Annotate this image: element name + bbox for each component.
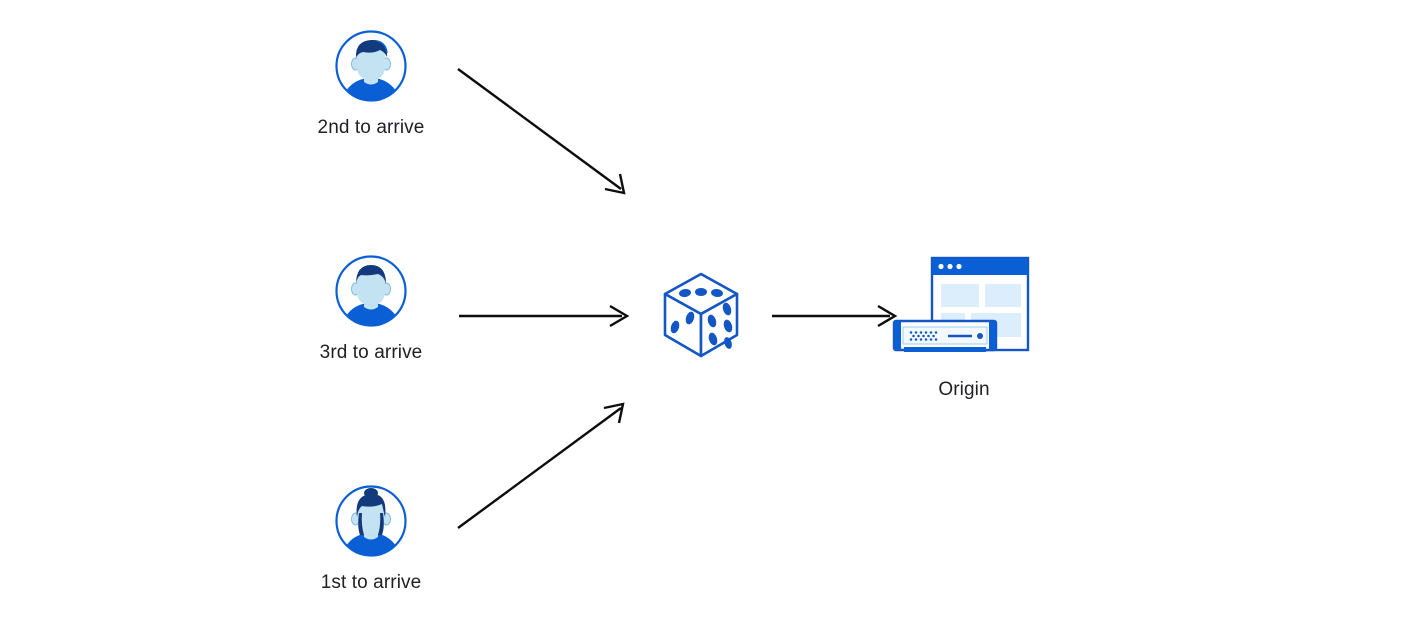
server-device-icon	[892, 319, 998, 352]
user-avatar-icon	[335, 485, 407, 557]
node-user-first[interactable]: 1st to arrive	[276, 483, 466, 595]
arrow-user-second-to-randomizer	[457, 68, 626, 195]
node-randomizer[interactable]	[651, 266, 751, 378]
node-label-user-third: 3rd to arrive	[319, 342, 423, 363]
dice-left-pips	[670, 311, 695, 334]
user-avatar-icon	[335, 30, 407, 102]
node-origin[interactable]: Origin	[888, 252, 1040, 402]
node-label-origin: Origin	[938, 379, 990, 400]
node-label-user-second: 2nd to arrive	[317, 117, 425, 138]
dice-right-pips	[707, 302, 733, 349]
origin-server-icon	[892, 256, 1030, 352]
arrow-randomizer-to-origin	[772, 304, 898, 328]
dice-icon	[663, 272, 739, 358]
node-user-second[interactable]: 2nd to arrive	[276, 28, 466, 140]
dice-top-pips	[679, 288, 723, 298]
user-avatar-icon	[335, 255, 407, 327]
arrow-user-first-to-randomizer	[457, 402, 625, 529]
arrow-user-third-to-randomizer	[459, 304, 630, 328]
node-label-user-first: 1st to arrive	[320, 572, 422, 593]
node-user-third[interactable]: 3rd to arrive	[276, 253, 466, 365]
